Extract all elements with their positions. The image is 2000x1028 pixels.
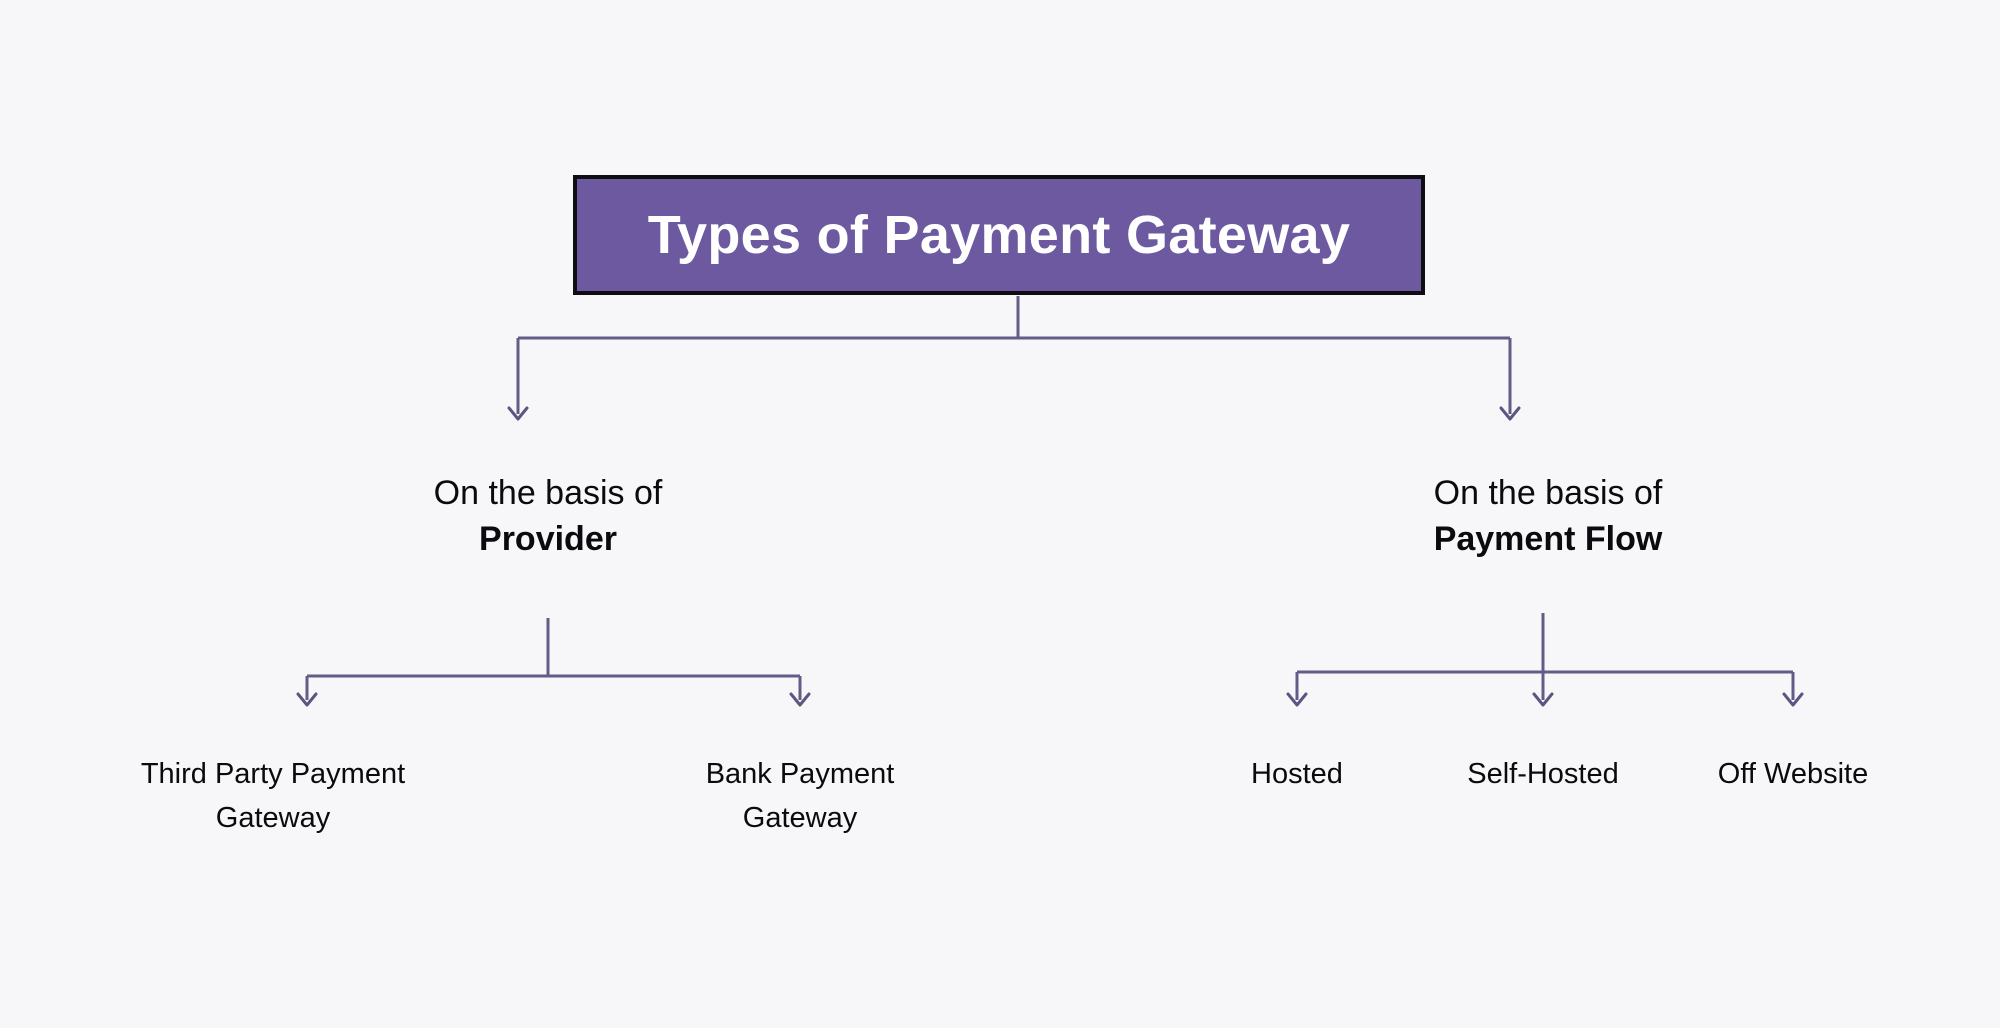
leaf-node-third-party-payment-gateway-line1: Third Party Payment bbox=[140, 758, 406, 790]
leaf-node-self-hosted-label: Self-Hosted bbox=[1467, 758, 1619, 790]
arrowhead-paymentflow-to-selfhosted bbox=[1532, 692, 1554, 707]
arrowhead-paymentflow-to-hosted bbox=[1286, 692, 1308, 707]
leaf-node-third-party-payment-gateway[interactable]: Third Party Payment Gateway bbox=[98, 752, 448, 840]
leaf-node-off-website-label: Off Website bbox=[1717, 758, 1869, 790]
leaf-node-self-hosted[interactable]: Self-Hosted bbox=[1423, 752, 1663, 796]
leaf-node-bank-payment-gateway-line1: Bank Payment bbox=[705, 758, 895, 790]
branch-node-provider-line2: Provider bbox=[479, 520, 617, 559]
root-node-label: Types of Payment Gateway bbox=[647, 204, 1351, 265]
branch-node-provider[interactable]: On the basis of Provider bbox=[288, 470, 808, 562]
arrowhead-root-to-paymentflow bbox=[1499, 406, 1521, 421]
branch-node-provider-line1: On the basis of bbox=[433, 474, 663, 512]
leaf-node-hosted-label: Hosted bbox=[1251, 758, 1343, 790]
branch-node-payment-flow-line1: On the basis of bbox=[1433, 474, 1663, 512]
root-node-types-of-payment-gateway[interactable]: Types of Payment Gateway bbox=[573, 175, 1425, 295]
arrowhead-paymentflow-to-offwebsite bbox=[1782, 692, 1804, 707]
arrowhead-provider-to-bank bbox=[789, 692, 811, 707]
arrowhead-provider-to-thirdparty bbox=[296, 692, 318, 707]
branch-node-payment-flow-line2: Payment Flow bbox=[1433, 520, 1663, 559]
leaf-node-bank-payment-gateway[interactable]: Bank Payment Gateway bbox=[625, 752, 975, 840]
leaf-node-bank-payment-gateway-line2: Gateway bbox=[742, 802, 858, 835]
leaf-node-hosted[interactable]: Hosted bbox=[1177, 752, 1417, 796]
leaf-node-third-party-payment-gateway-line2: Gateway bbox=[215, 802, 331, 835]
branch-node-payment-flow[interactable]: On the basis of Payment Flow bbox=[1288, 470, 1808, 562]
arrowhead-root-to-provider bbox=[507, 406, 529, 421]
leaf-node-off-website[interactable]: Off Website bbox=[1673, 752, 1913, 796]
